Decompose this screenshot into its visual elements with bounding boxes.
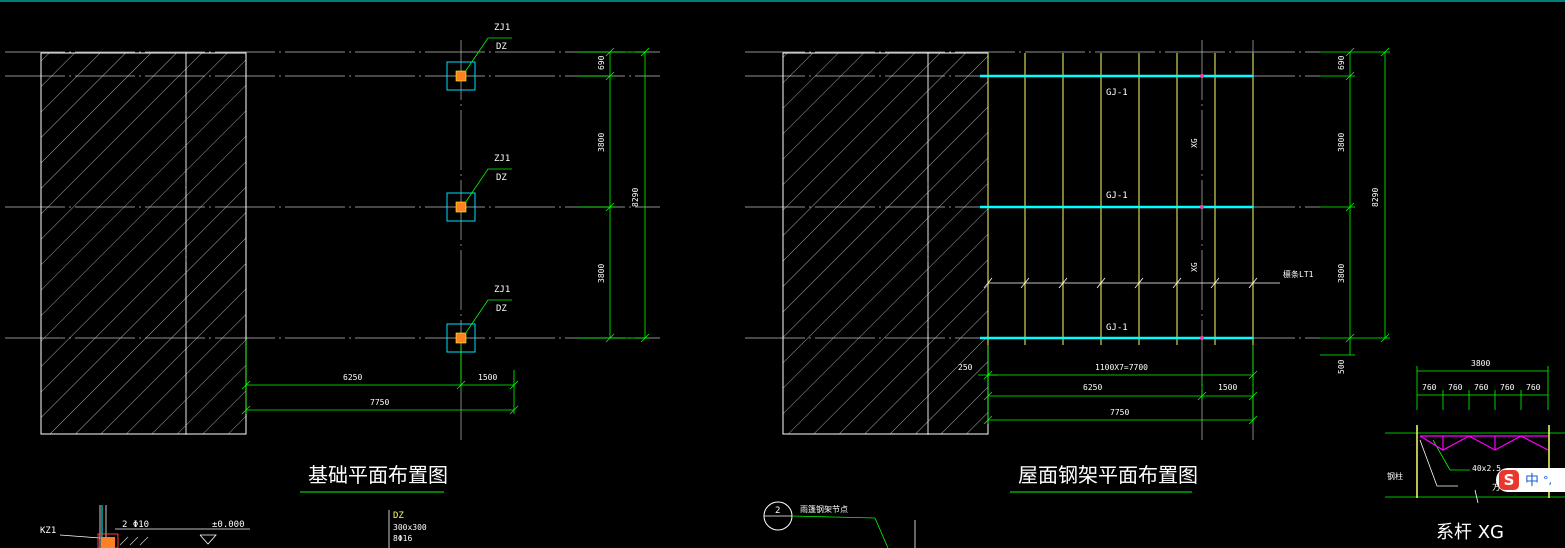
dim-right-1500: 1500 [1218,383,1237,392]
ime-toolbar[interactable]: S 中 °, [1496,468,1565,492]
sogou-logo-icon[interactable]: S [1499,470,1519,490]
partial-label: 方 [1492,481,1501,493]
column-base-detail: KZ1 2 Φ10 ±0.000 [40,505,250,548]
dim-left-6250: 6250 [343,373,362,382]
node-label: 雨篷钢架节点 [800,504,848,514]
tie-rod-line [983,277,1280,289]
dim-right-690: 690 [1337,55,1346,70]
pier-footing-2[interactable] [446,192,476,222]
dim-right-250: 250 [958,363,973,372]
foundation-plan: ZJ1 DZ ZJ1 DZ ZJ1 DZ 690 3800 3800 8290 [5,23,660,493]
steel-column-label: 钢柱 [1387,471,1403,481]
right-horizontal-dims [978,345,1258,425]
node-symbol: 2 [775,506,780,516]
column-tag-type-2: DZ [496,173,507,183]
purlins [987,53,1254,345]
dim-left-690: 690 [597,55,606,70]
existing-building-hatch [40,52,247,435]
right-vertical-dims [1320,47,1390,356]
tie-seg-5: 760 [1526,383,1541,392]
left-vertical-dims [578,47,650,343]
level-label: ±0.000 [212,520,245,530]
dim-right-7750: 7750 [1110,408,1129,417]
tie-rod-detail: 3800 760 760 760 760 760 40x2.5 钢柱 方 系杆 … [1385,359,1565,543]
tie-seg-4: 760 [1500,383,1515,392]
tie-section-label: 40x2.5 [1472,464,1501,473]
roof-steel-plan: GJ-1 GJ-1 GJ-1 XG XG 檩条LT1 690 3800 3800… [745,40,1390,493]
column-tag-type-3: DZ [496,304,507,314]
column-tag-code-3: ZJ1 [494,285,510,295]
tie-truss [1419,435,1549,451]
column-tag-code-2: ZJ1 [494,154,510,164]
pier-footing-1[interactable] [446,61,476,91]
dim-left-8290: 8290 [631,188,640,207]
ime-punctuation-toggle[interactable]: °, [1543,473,1552,487]
dim-left-3800-b: 3800 [597,264,606,283]
column-tag-code-1: ZJ1 [494,23,510,33]
tie-seg-2: 760 [1448,383,1463,392]
column-kz1-label: KZ1 [40,526,56,536]
dim-right-3800-b: 3800 [1337,264,1346,283]
foundation-plan-title: 基础平面布置图 [308,463,448,487]
dim-right-8290: 8290 [1371,188,1380,207]
dim-right-7700: 1100X7=7700 [1095,363,1148,372]
rebar-label: 2 Φ10 [122,520,149,530]
frame-label-2: GJ-1 [1106,191,1128,201]
steel-frames [980,74,1253,340]
ime-language-toggle[interactable]: 中 [1525,473,1539,489]
dim-right-500: 500 [1337,359,1346,374]
dim-left-7750: 7750 [370,398,389,407]
tie-seg-3: 760 [1474,383,1489,392]
frame-label-1: GJ-1 [1106,88,1128,98]
left-horizontal-dims [241,340,519,415]
frame-label-3: GJ-1 [1106,323,1128,333]
dim-left-1500: 1500 [478,373,497,382]
dim-left-3800-a: 3800 [597,133,606,152]
tie-seg-1: 760 [1422,383,1437,392]
dz-bars: 8Φ16 [393,534,412,543]
tie-label-2: XG [1190,262,1199,272]
existing-building-hatch-right [782,52,989,435]
dz-size: 300x300 [393,523,427,532]
node-callout: 2 雨篷钢架节点 [763,501,916,548]
tie-label-1: XG [1190,138,1199,148]
tie-detail-title: 系杆 XG [1436,522,1504,543]
roof-plan-title: 屋面钢架平面布置图 [1018,463,1198,487]
column-tag-type-1: DZ [496,42,507,52]
dim-right-3800-a: 3800 [1337,133,1346,152]
node-markers [1200,74,1204,340]
tie-total-dim: 3800 [1471,359,1490,368]
purlin-label: 檩条LT1 [1283,269,1314,279]
dz-name: DZ [393,511,404,521]
dz-spec-block: DZ 300x300 8Φ16 [388,510,427,548]
dim-right-6250: 6250 [1083,383,1102,392]
